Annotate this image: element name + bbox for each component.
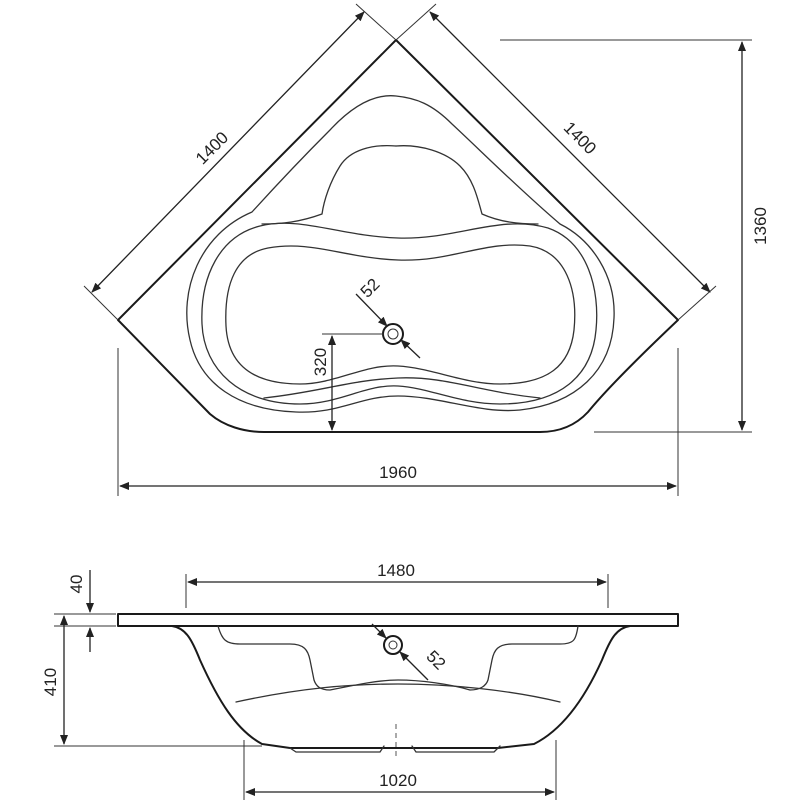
inner-seat-contour [217,625,579,691]
label-bottom-length: 1020 [379,771,417,790]
front-edge-line [263,377,541,399]
label-drain-diameter-top: 52 [357,275,384,302]
top-view: 1400 1400 1360 1960 320 52 [83,3,770,496]
drain-top [382,323,404,345]
basin-floor [225,244,576,385]
label-depth: 1360 [751,207,770,245]
label-side-right: 1400 [560,118,600,158]
side-view: 1480 40 410 52 1020 [41,561,679,800]
tub-outer-contour [117,39,679,433]
dimension-line-side-right [429,11,711,293]
dimension-line-side-left [91,11,365,293]
inner-floor-curve [235,683,561,703]
label-side-left: 1400 [192,128,232,168]
label-rim-thickness: 40 [67,575,86,594]
label-drain-diameter-side: 52 [422,647,449,674]
rim-plate [117,613,679,627]
label-top-length: 1480 [377,561,415,580]
tub-body [171,625,631,749]
label-height: 410 [41,668,60,696]
backrest-contour [261,144,397,225]
label-width: 1960 [379,463,417,482]
tub-feet [289,745,501,753]
label-drain-offset: 320 [311,348,330,376]
drain-side [383,635,403,655]
